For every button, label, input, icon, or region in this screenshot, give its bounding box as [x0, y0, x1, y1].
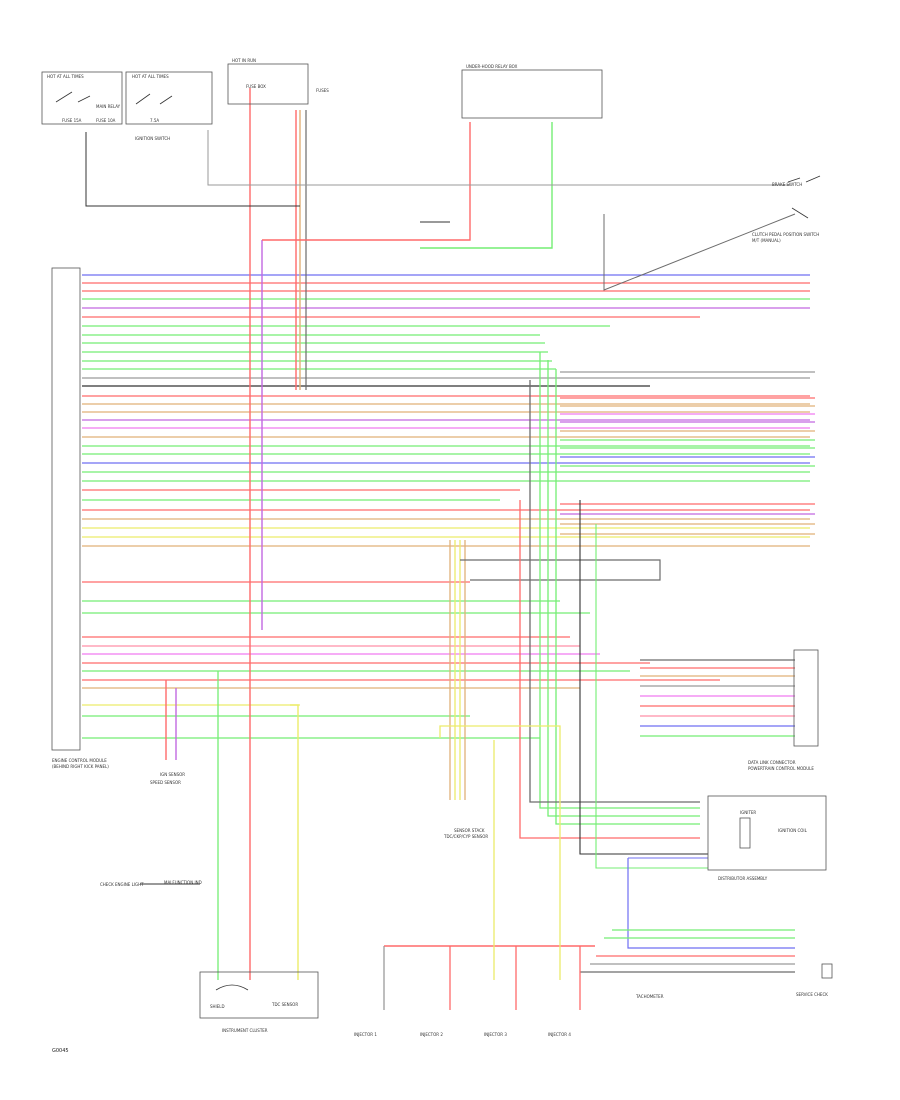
hot-at-all-times-label-2: HOT AT ALL TIMES	[132, 74, 169, 79]
clutch-feed	[603, 213, 796, 291]
injector-4-label: INJECTOR 4	[548, 1032, 571, 1037]
hot-in-run-label: HOT IN RUN	[232, 58, 256, 63]
fuse-box-left	[41, 71, 123, 125]
ignition-red	[262, 122, 471, 241]
fuse-left-mid-label: FUSE 10A	[96, 118, 116, 123]
clutch-switch-symbol	[791, 207, 809, 219]
green-to-dist-4	[595, 524, 708, 869]
instrument-cluster-box	[199, 971, 319, 1019]
shield-label: SHIELD	[210, 1004, 225, 1009]
clutch-switch-label: CLUTCH PEDAL POSITION SWITCH	[752, 232, 819, 237]
fuse-middle-label: 7.5A	[150, 118, 159, 123]
ignition-coil-label: IGNITION COIL	[778, 828, 808, 833]
blue-to-tach	[627, 858, 795, 949]
check-engine-label: CHECK ENGINE LIGHT	[100, 882, 144, 887]
ground-loop	[85, 132, 300, 207]
brake-feed	[207, 130, 790, 186]
sensor-stack-label: SENSOR STACK	[454, 828, 485, 833]
ecm-detail-label: (BEHIND RIGHT KICK PANEL)	[52, 764, 109, 769]
green-to-dist	[539, 352, 700, 809]
cluster-arc	[215, 984, 249, 991]
hot-at-all-times-label-1: HOT AT ALL TIMES	[47, 74, 84, 79]
ignition-switch-label: IGNITION SWITCH	[135, 136, 170, 141]
tdc-sensor-label: TDC SENSOR	[271, 1002, 298, 1007]
component-layer: HOT AT ALL TIMES HOT AT ALL TIMES MAIN R…	[41, 58, 833, 1054]
green-to-dist-3	[555, 369, 700, 825]
green-to-dist-2	[547, 360, 700, 817]
main-relay-green	[420, 122, 553, 249]
ignitor-block	[739, 817, 751, 849]
malfunction-ind-label: MALFUNCTION IND	[164, 880, 202, 885]
underhood-relay-box	[461, 69, 603, 119]
distributor-label: DISTRIBUTOR ASSEMBLY	[718, 876, 768, 881]
distributor-assembly	[707, 795, 827, 871]
fuse-box-right	[227, 63, 309, 105]
injector-3-label: INJECTOR 3	[484, 1032, 507, 1037]
black-to-dist	[579, 500, 708, 855]
data-link-label: DATA LINK CONNECTOR	[748, 760, 796, 765]
underhood-box-label: UNDER-HOOD RELAY BOX	[466, 64, 518, 69]
red-to-dist	[519, 500, 700, 839]
bundle-cross	[460, 559, 661, 581]
relay-contacts	[55, 91, 173, 105]
yellow-to-cluster	[290, 704, 299, 980]
brake-switch-symbol	[787, 175, 821, 183]
fuse-box-label: FUSE BOX	[246, 84, 266, 89]
pcm-connector	[793, 649, 819, 747]
diagram-code: G0045	[52, 1048, 69, 1054]
ign-sensor-label: IGN SENSOR	[160, 772, 185, 777]
service-check-connector	[821, 963, 833, 979]
underhood-fuses-label: FUSES	[316, 88, 329, 93]
main-relay-label: MAIN RELAY	[96, 104, 121, 109]
tachometer-label: TACHOMETER	[635, 994, 664, 999]
service-check-label: SERVICE CHECK	[796, 992, 828, 997]
fuse-left-label: FUSE 15A	[62, 118, 82, 123]
ecm-label: ENGINE CONTROL MODULE	[52, 758, 107, 763]
fuse-box-middle	[125, 71, 213, 125]
igniter-label: IGNITER	[740, 810, 756, 815]
ecm-connector	[51, 267, 81, 751]
injector-2-label: INJECTOR 2	[420, 1032, 443, 1037]
speed-sensor-label: SPEED SENSOR	[150, 780, 181, 785]
clutch-detail-label: M/T (MANUAL)	[752, 238, 781, 243]
sensor-tdc-label: TDC/CKP/CYP SENSOR	[443, 834, 488, 839]
gray-to-dist	[529, 380, 700, 803]
pcm-label: POWERTRAIN CONTROL MODULE	[748, 766, 814, 771]
yellow-to-injector	[439, 725, 561, 980]
instrument-cluster-label: INSTRUMENT CLUSTER	[222, 1028, 268, 1033]
wire-layer	[82, 88, 815, 1010]
brake-switch-label: BRAKE SWITCH	[772, 182, 802, 187]
injector-1-label: INJECTOR 1	[354, 1032, 377, 1037]
